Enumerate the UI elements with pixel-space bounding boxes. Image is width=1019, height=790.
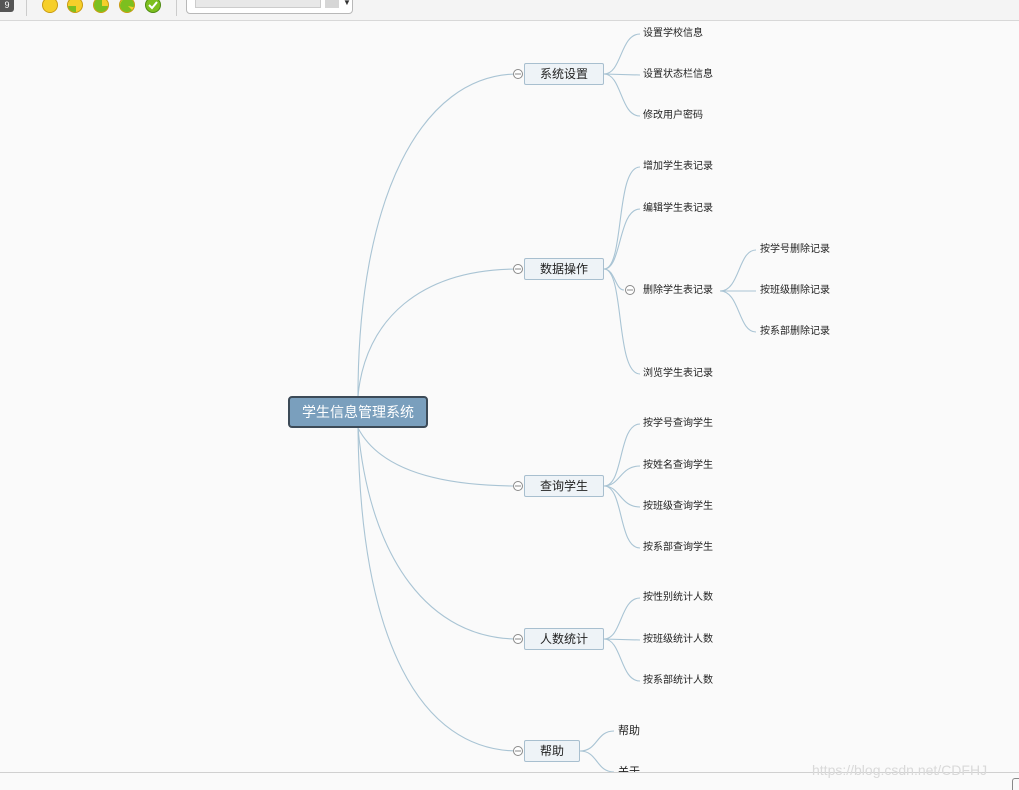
edge-root-branch-2 (357, 268, 519, 397)
branch-query-students[interactable]: 查询学生 (524, 475, 604, 497)
leaf-node[interactable]: 设置学校信息 (643, 28, 703, 39)
leaf-node[interactable]: 编辑学生表记录 (643, 203, 713, 214)
leaf-node[interactable]: 按班级统计人数 (643, 634, 713, 645)
edge-root-branch-5 (357, 427, 519, 752)
branch-data-operations[interactable]: 数据操作 (524, 258, 604, 280)
status-bar-divider (0, 772, 1019, 773)
root-node[interactable]: 学生信息管理系统 (288, 396, 428, 428)
leaf-node[interactable]: 按性别统计人数 (643, 592, 713, 603)
font-select-value (195, 0, 321, 8)
progress-three-quarter-icon[interactable] (93, 0, 109, 13)
watermark: https://blog.csdn.net/CDFHJ (812, 762, 988, 778)
edge-root-branch-1 (357, 73, 519, 397)
leaf-node[interactable]: 修改用户密码 (643, 110, 703, 121)
toolbar-separator (26, 0, 27, 16)
toolbar-separator (176, 0, 177, 16)
branch-edges (579, 33, 757, 773)
toolbar: 9 ▼ (0, 0, 1019, 21)
leaf-node[interactable]: 按班级查询学生 (643, 501, 713, 512)
leaf-node[interactable]: 帮助 (618, 725, 640, 737)
chevron-down-icon[interactable]: ▼ (343, 0, 351, 7)
progress-quarter-icon[interactable] (42, 0, 58, 13)
font-select[interactable]: ▼ (186, 0, 353, 14)
leaf-node[interactable]: 关于 (618, 766, 640, 773)
branch-headcount[interactable]: 人数统计 (524, 628, 604, 650)
leaf-node[interactable]: 按系部统计人数 (643, 675, 713, 686)
leaf-node[interactable]: 按姓名查询学生 (643, 460, 713, 471)
edge-root-branch-4 (357, 427, 519, 640)
resize-handle[interactable] (1012, 778, 1019, 790)
edge-root-branch-3 (357, 427, 519, 487)
font-select-scroll (325, 0, 339, 8)
leaf-node-delete-records[interactable]: 删除学生表记录 (643, 285, 713, 296)
collapse-toggles[interactable] (513, 69, 635, 756)
task-done-icon[interactable] (145, 0, 161, 13)
branch-system-settings[interactable]: 系统设置 (524, 63, 604, 85)
root-edges (357, 73, 519, 752)
leaf-node[interactable]: 浏览学生表记录 (643, 368, 713, 379)
progress-half-icon[interactable] (67, 0, 83, 13)
branch-help[interactable]: 帮助 (524, 740, 580, 762)
leaf-node[interactable]: 按学号查询学生 (643, 418, 713, 429)
leaf-node[interactable]: 设置状态栏信息 (643, 69, 713, 80)
leaf-node[interactable]: 按学号删除记录 (760, 244, 830, 255)
toolbar-left-button[interactable]: 9 (0, 0, 14, 12)
progress-seven-eighths-icon[interactable] (119, 0, 135, 13)
leaf-node[interactable]: 按系部查询学生 (643, 542, 713, 553)
leaf-node[interactable]: 增加学生表记录 (643, 161, 713, 172)
leaf-node[interactable]: 按系部删除记录 (760, 326, 830, 337)
leaf-node[interactable]: 按班级删除记录 (760, 285, 830, 296)
